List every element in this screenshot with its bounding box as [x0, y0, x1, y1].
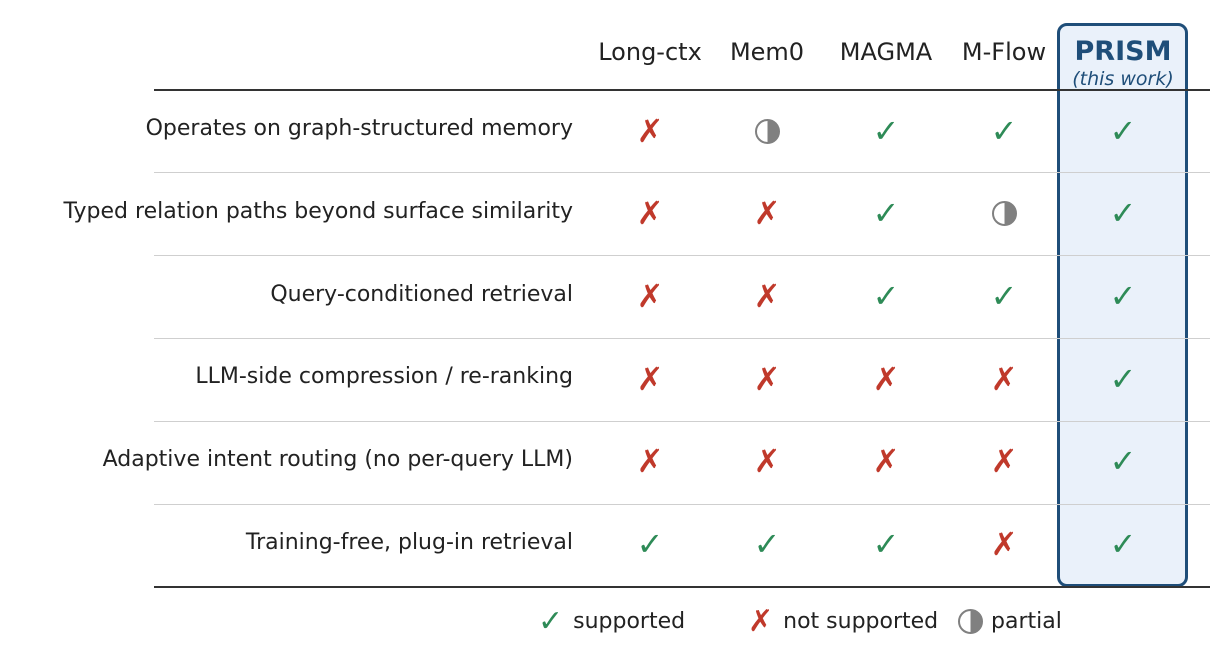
- check-mark-icon: ✓: [1109, 112, 1137, 150]
- bottom-rule: [154, 586, 1210, 588]
- legend-partial: partial: [958, 605, 1062, 637]
- cross-mark-icon: ✗: [990, 525, 1018, 563]
- check-mark-icon: ✓: [872, 525, 900, 563]
- cross-mark-icon: ✗: [636, 277, 664, 315]
- check-mark-icon: ✓: [872, 277, 900, 315]
- cross-mark-icon: ✗: [748, 603, 774, 639]
- check-mark-icon: ✓: [990, 112, 1018, 150]
- cross-mark-icon: ✗: [636, 442, 664, 480]
- cross-mark-icon: ✗: [753, 360, 781, 398]
- prism-column-highlight: [1057, 23, 1188, 587]
- check-mark-icon: ✓: [1109, 194, 1137, 232]
- cross-mark-icon: ✗: [636, 112, 664, 150]
- row-label-query-conditioned: Query-conditioned retrieval: [270, 282, 573, 307]
- row-divider: [154, 172, 1210, 173]
- check-mark-icon: ✓: [872, 112, 900, 150]
- column-header-prism-sublabel: (this work): [1072, 68, 1174, 90]
- cross-mark-icon: ✗: [753, 442, 781, 480]
- cross-mark-icon: ✗: [990, 360, 1018, 398]
- cross-mark-icon: ✗: [753, 277, 781, 315]
- check-mark-icon: ✓: [990, 277, 1018, 315]
- cross-mark-icon: ✗: [872, 360, 900, 398]
- column-header-mem0: Mem0: [729, 38, 805, 66]
- check-mark-icon: ✓: [753, 525, 781, 563]
- check-mark-icon: ✓: [1109, 277, 1137, 315]
- partial-mark-m-flow: [984, 193, 1024, 233]
- legend-partial-label: partial: [991, 608, 1062, 634]
- half-circle-icon: [754, 118, 780, 144]
- check-mark-icon: ✓: [1109, 525, 1137, 563]
- row-label-graph-memory: Operates on graph-structured memory: [145, 116, 573, 141]
- legend-supported-label: supported: [573, 608, 686, 634]
- check-mark-icon: ✓: [538, 603, 564, 639]
- row-divider: [154, 504, 1210, 505]
- half-circle-icon: [958, 608, 983, 634]
- cross-mark-icon: ✗: [636, 360, 664, 398]
- row-label-llm-compression: LLM-side compression / re-ranking: [195, 364, 573, 389]
- cross-mark-icon: ✗: [636, 194, 664, 232]
- legend-not-supported: ✗ not supported: [748, 603, 939, 639]
- check-mark-icon: ✓: [1109, 360, 1137, 398]
- partial-mark-mem0: [747, 111, 787, 151]
- row-label-training-free: Training-free, plug-in retrieval: [245, 530, 573, 555]
- row-divider: [154, 255, 1210, 256]
- row-label-typed-relation-paths: Typed relation paths beyond surface simi…: [63, 199, 573, 224]
- header-rule: [154, 89, 1210, 91]
- cross-mark-icon: ✗: [753, 194, 781, 232]
- row-label-intent-routing: Adaptive intent routing (no per-query LL…: [102, 447, 573, 472]
- column-header-m-flow: M-Flow: [961, 38, 1047, 66]
- row-divider: [154, 421, 1210, 422]
- half-circle-icon: [991, 200, 1017, 226]
- cross-mark-icon: ✗: [872, 442, 900, 480]
- check-mark-icon: ✓: [636, 525, 664, 563]
- cross-mark-icon: ✗: [990, 442, 1018, 480]
- column-header-prism: PRISM: [1074, 36, 1172, 67]
- check-mark-icon: ✓: [872, 194, 900, 232]
- column-header-magma: MAGMA: [839, 38, 933, 66]
- legend-supported: ✓ supported: [538, 603, 686, 639]
- legend-not-supported-label: not supported: [783, 608, 939, 634]
- check-mark-icon: ✓: [1109, 442, 1137, 480]
- row-divider: [154, 338, 1210, 339]
- column-header-long-ctx: Long-ctx: [598, 38, 702, 66]
